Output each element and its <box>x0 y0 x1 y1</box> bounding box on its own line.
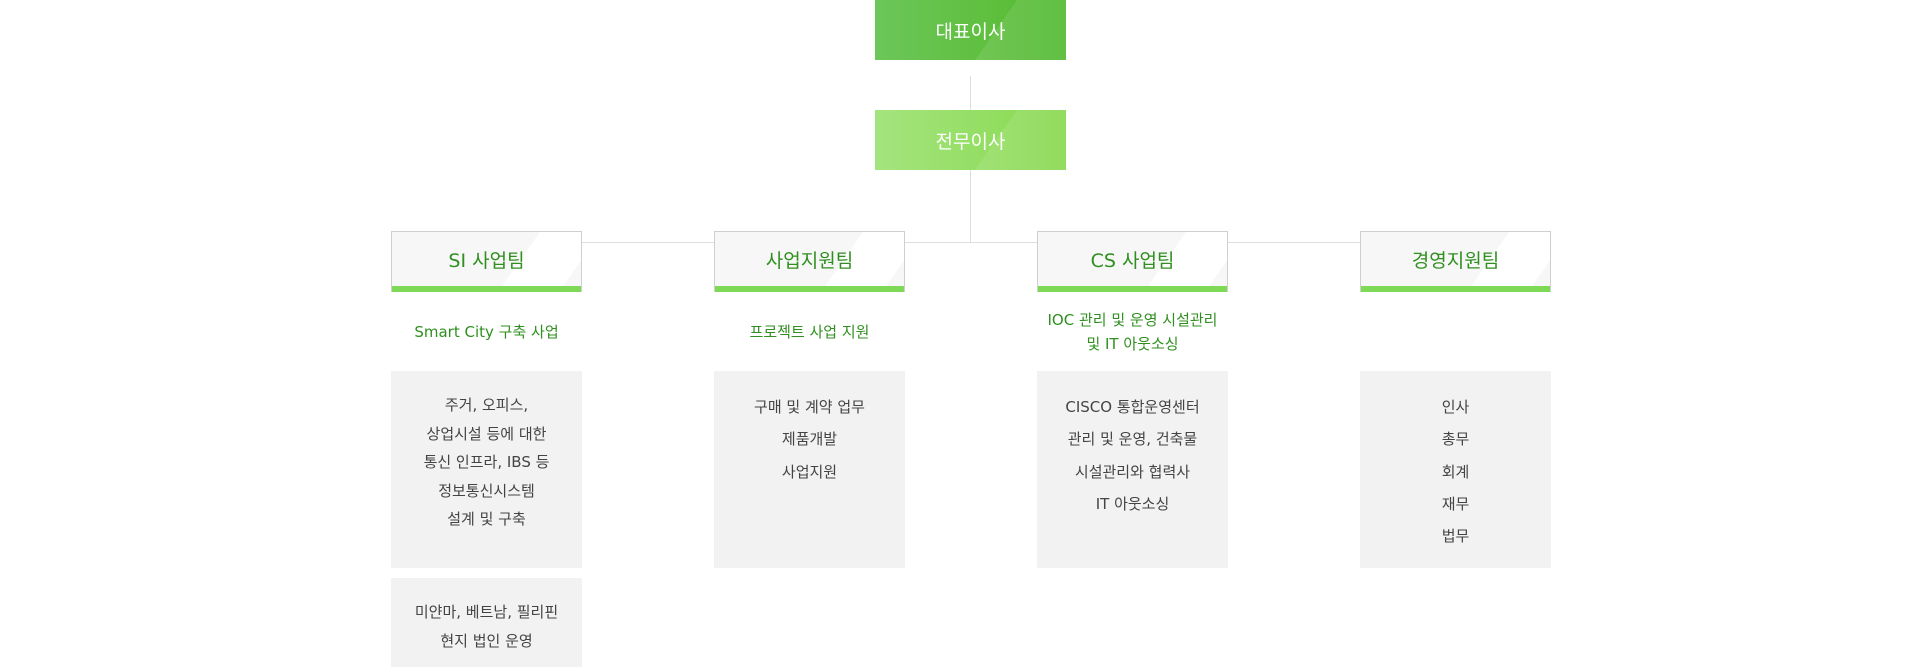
team-cs-description-line: 및 IT 아웃소싱 <box>1086 335 1179 353</box>
team-support-duties: 구매 및 계약 업무 제품개발 사업지원 <box>714 371 905 568</box>
duty-item: 사업지원 <box>781 462 838 481</box>
team-management-name: 경영지원팀 <box>1411 249 1500 272</box>
duty-item: 관리 및 운영, 건축물 <box>1067 430 1198 449</box>
duty-item: IT 아웃소싱 <box>1095 494 1170 513</box>
team-support-box: 사업지원팀 <box>714 231 905 292</box>
team-management-duties: 인사 총무 회계 재무 법무 <box>1360 371 1551 568</box>
duty-item: 총무 <box>1441 430 1470 449</box>
team-si-extra: 미얀마, 베트남, 필리핀 현지 법인 운영 <box>391 578 582 667</box>
duty-item: 구매 및 계약 업무 <box>754 398 865 416</box>
duty-item: 법무 <box>1441 527 1470 546</box>
connector-director-teams <box>970 170 971 242</box>
connector-team-bar <box>486 242 1454 243</box>
team-cs-description-line: IOC 관리 및 운영 시설관리 <box>1047 311 1218 329</box>
duty-item: 상업시설 등에 대한 <box>426 424 547 443</box>
team-si-description: Smart City 구축 사업 <box>391 320 582 344</box>
duty-item: 인사 <box>1441 398 1470 416</box>
duty-item: 정보통신시스템 <box>438 481 535 500</box>
duty-item: CISCO 통합운영센터 <box>1065 398 1200 416</box>
duty-item: 통신 인프라, IBS 등 <box>423 453 550 471</box>
team-cs-name: CS 사업팀 <box>1090 249 1175 272</box>
team-si-box: SI 사업팀 <box>391 231 582 292</box>
team-support-description: 프로젝트 사업 지원 <box>714 320 905 344</box>
team-si-name: SI 사업팀 <box>448 249 525 272</box>
team-cs-description: IOC 관리 및 운영 시설관리 및 IT 아웃소싱 <box>1037 308 1228 356</box>
duty-item: 시설관리와 협력사 <box>1074 462 1191 481</box>
team-management-box: 경영지원팀 <box>1360 231 1551 292</box>
duty-item: 재무 <box>1441 494 1470 513</box>
team-support-name: 사업지원팀 <box>765 249 854 272</box>
team-cs-duties: CISCO 통합운영센터 관리 및 운영, 건축물 시설관리와 협력사 IT 아… <box>1037 371 1228 568</box>
duty-item: 미얀마, 베트남, 필리핀 <box>414 603 559 621</box>
duty-item: 회계 <box>1441 462 1470 481</box>
duty-item: 현지 법인 운영 <box>440 631 533 650</box>
director-box: 전무이사 <box>875 110 1066 170</box>
duty-item: 제품개발 <box>781 430 838 449</box>
team-si-duties: 주거, 오피스, 상업시설 등에 대한 통신 인프라, IBS 등 정보통신시스… <box>391 371 582 568</box>
duty-item: 설계 및 구축 <box>447 510 526 528</box>
director-label: 전무이사 <box>935 130 1006 153</box>
ceo-label: 대표이사 <box>935 20 1006 43</box>
team-cs-box: CS 사업팀 <box>1037 231 1228 292</box>
connector-ceo-director <box>970 76 971 110</box>
ceo-box: 대표이사 <box>875 0 1066 60</box>
team-support-description-line: 프로젝트 사업 지원 <box>749 323 870 341</box>
duty-item: 주거, 오피스, <box>444 396 529 414</box>
team-si-description-line: Smart City 구축 사업 <box>414 323 559 341</box>
